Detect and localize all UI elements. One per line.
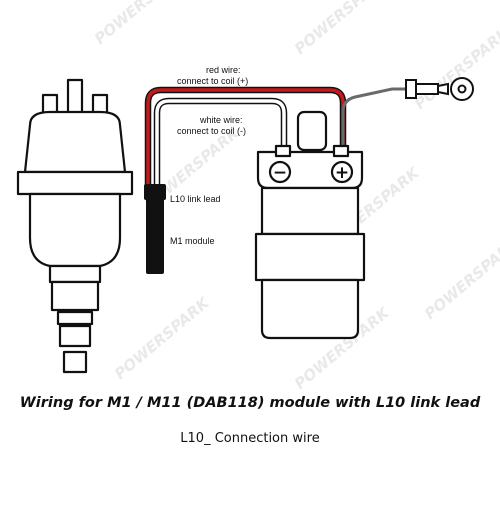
coil-upper-body bbox=[260, 186, 360, 236]
ignition-switch-icon bbox=[405, 77, 474, 101]
key-icon bbox=[450, 77, 474, 101]
coil-positive-terminal bbox=[330, 160, 354, 184]
coil-negative-terminal bbox=[268, 160, 292, 184]
distributor-lower-shaft bbox=[58, 324, 92, 348]
l10-link-lead-label: L10 link lead bbox=[170, 194, 221, 204]
distributor bbox=[16, 78, 134, 374]
coil-band bbox=[254, 232, 366, 282]
distributor-neck bbox=[48, 264, 102, 284]
watermark: POWERSPARK bbox=[111, 293, 213, 383]
diagram-caption: Wiring for M1 / M11 (DAB118) module with… bbox=[19, 395, 481, 411]
diagram-subcaption: L10_ Connection wire bbox=[180, 431, 320, 446]
m1-module bbox=[146, 186, 164, 274]
distributor-flange bbox=[56, 310, 94, 326]
red-wire-note: connect to coil (+) bbox=[177, 76, 248, 86]
distributor-body bbox=[28, 192, 122, 268]
white-wire-note: connect to coil (-) bbox=[177, 126, 246, 136]
coil-positive-symbol: + bbox=[335, 163, 349, 183]
watermark: POWERSPARK bbox=[91, 0, 193, 48]
white-wire-title: white wire: bbox=[199, 115, 243, 125]
coil-negative-symbol: − bbox=[273, 163, 287, 183]
coil-terminal-post-positive bbox=[332, 144, 350, 158]
coil-terminal-post-negative bbox=[274, 144, 292, 158]
l10-link-lead-connector bbox=[144, 184, 166, 200]
key-blade bbox=[437, 82, 449, 96]
watermark: POWERSPARK bbox=[421, 233, 500, 323]
distributor-cap-terminal bbox=[66, 78, 84, 117]
m1-module-label: M1 module bbox=[170, 236, 215, 246]
key-hole bbox=[457, 84, 467, 94]
wires bbox=[144, 86, 347, 194]
distributor-cap bbox=[23, 110, 127, 174]
watermark: POWERSPARK bbox=[291, 0, 393, 58]
ignition-coil bbox=[254, 110, 366, 340]
distributor-band bbox=[16, 170, 134, 196]
ignition-feed-wire bbox=[341, 87, 410, 147]
distributor-drive-dog bbox=[62, 350, 88, 374]
ignition-switch-flange bbox=[405, 79, 417, 99]
coil-lower-body bbox=[260, 278, 360, 340]
watermark: POWERSPARK bbox=[411, 23, 500, 113]
white-wire bbox=[155, 99, 286, 192]
ignition-switch-barrel bbox=[415, 83, 439, 95]
coil-tower bbox=[296, 110, 328, 152]
red-wire-title: red wire: bbox=[206, 65, 241, 75]
red-wire bbox=[146, 88, 345, 192]
distributor-shaft bbox=[50, 280, 100, 312]
